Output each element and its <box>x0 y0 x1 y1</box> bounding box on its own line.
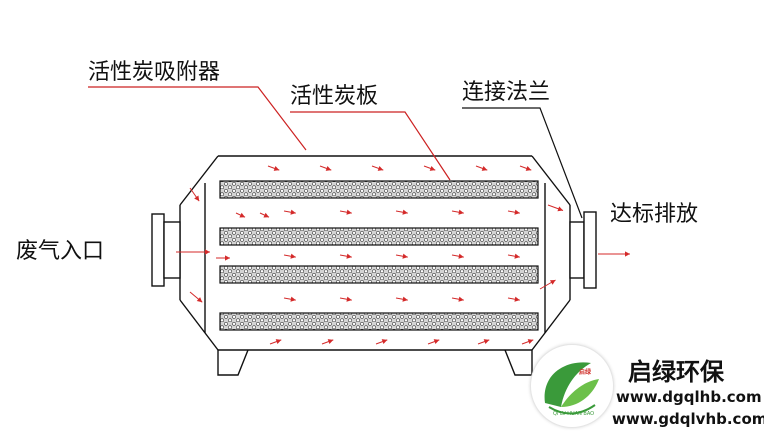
flow-arrow <box>521 339 534 345</box>
flow-arrow <box>451 253 464 259</box>
flow-arrow <box>189 187 200 202</box>
flow-arrow <box>395 296 408 302</box>
carbon-plates <box>219 180 539 331</box>
airflow-arrows <box>176 165 630 345</box>
label-inlet: 废气入口 <box>16 239 105 264</box>
flow-arrow <box>423 165 436 171</box>
flow-arrow <box>451 296 464 302</box>
flow-arrow <box>235 212 246 218</box>
carbon-plate-3 <box>219 265 539 284</box>
flow-arrow <box>339 296 352 302</box>
flow-arrow <box>507 296 520 302</box>
label-flange: 连接法兰 <box>462 80 551 105</box>
flow-arrow <box>477 339 490 345</box>
flow-arrow <box>375 339 388 345</box>
flow-arrow <box>321 339 334 345</box>
outlet-arrow <box>598 251 630 257</box>
flow-arrow <box>539 279 556 290</box>
flow-arrow <box>216 255 230 261</box>
inlet-arrow <box>176 249 210 255</box>
leader-lines <box>88 86 583 219</box>
carbon-plate-4 <box>219 312 539 331</box>
flow-arrow <box>395 253 408 259</box>
leaf-icon <box>544 362 599 415</box>
flow-arrow <box>371 165 384 171</box>
flow-arrow <box>519 165 532 171</box>
label-carbon-plate: 活性炭板 <box>290 84 379 109</box>
logo-caption: QI LV HUAN BAO <box>553 411 595 417</box>
inlet-flange <box>151 213 181 287</box>
flow-arrow <box>283 209 296 215</box>
flow-arrow <box>269 339 282 345</box>
flow-arrow <box>395 209 408 215</box>
flow-arrow <box>267 165 280 171</box>
flow-arrow <box>259 212 270 218</box>
flow-arrow <box>451 209 464 215</box>
logo-badge: 启绿 <box>579 369 592 376</box>
flow-arrow <box>507 253 520 259</box>
brand-logo: 启绿 QI LV HUAN BAO <box>530 344 614 428</box>
flow-arrow <box>547 204 564 212</box>
flow-arrow <box>339 209 352 215</box>
flow-arrow <box>475 165 488 171</box>
flow-arrow <box>339 253 352 259</box>
flow-arrow <box>427 339 440 345</box>
outlet-flange <box>569 211 597 289</box>
flow-arrow <box>507 209 520 215</box>
flow-arrow <box>283 296 296 302</box>
flow-arrow <box>283 253 296 259</box>
carbon-plate-2 <box>219 227 539 246</box>
brand-url-1[interactable]: www.dgqlhb.com <box>616 388 762 406</box>
flow-arrow <box>189 291 203 303</box>
label-adsorber: 活性炭吸附器 <box>88 60 221 85</box>
label-outlet: 达标排放 <box>610 202 699 227</box>
carbon-plate-1 <box>219 180 539 199</box>
brand-url-2[interactable]: www.gdqlvhb.com <box>612 410 764 428</box>
brand-name: 启绿环保 <box>628 358 724 386</box>
flow-arrow <box>319 165 332 171</box>
